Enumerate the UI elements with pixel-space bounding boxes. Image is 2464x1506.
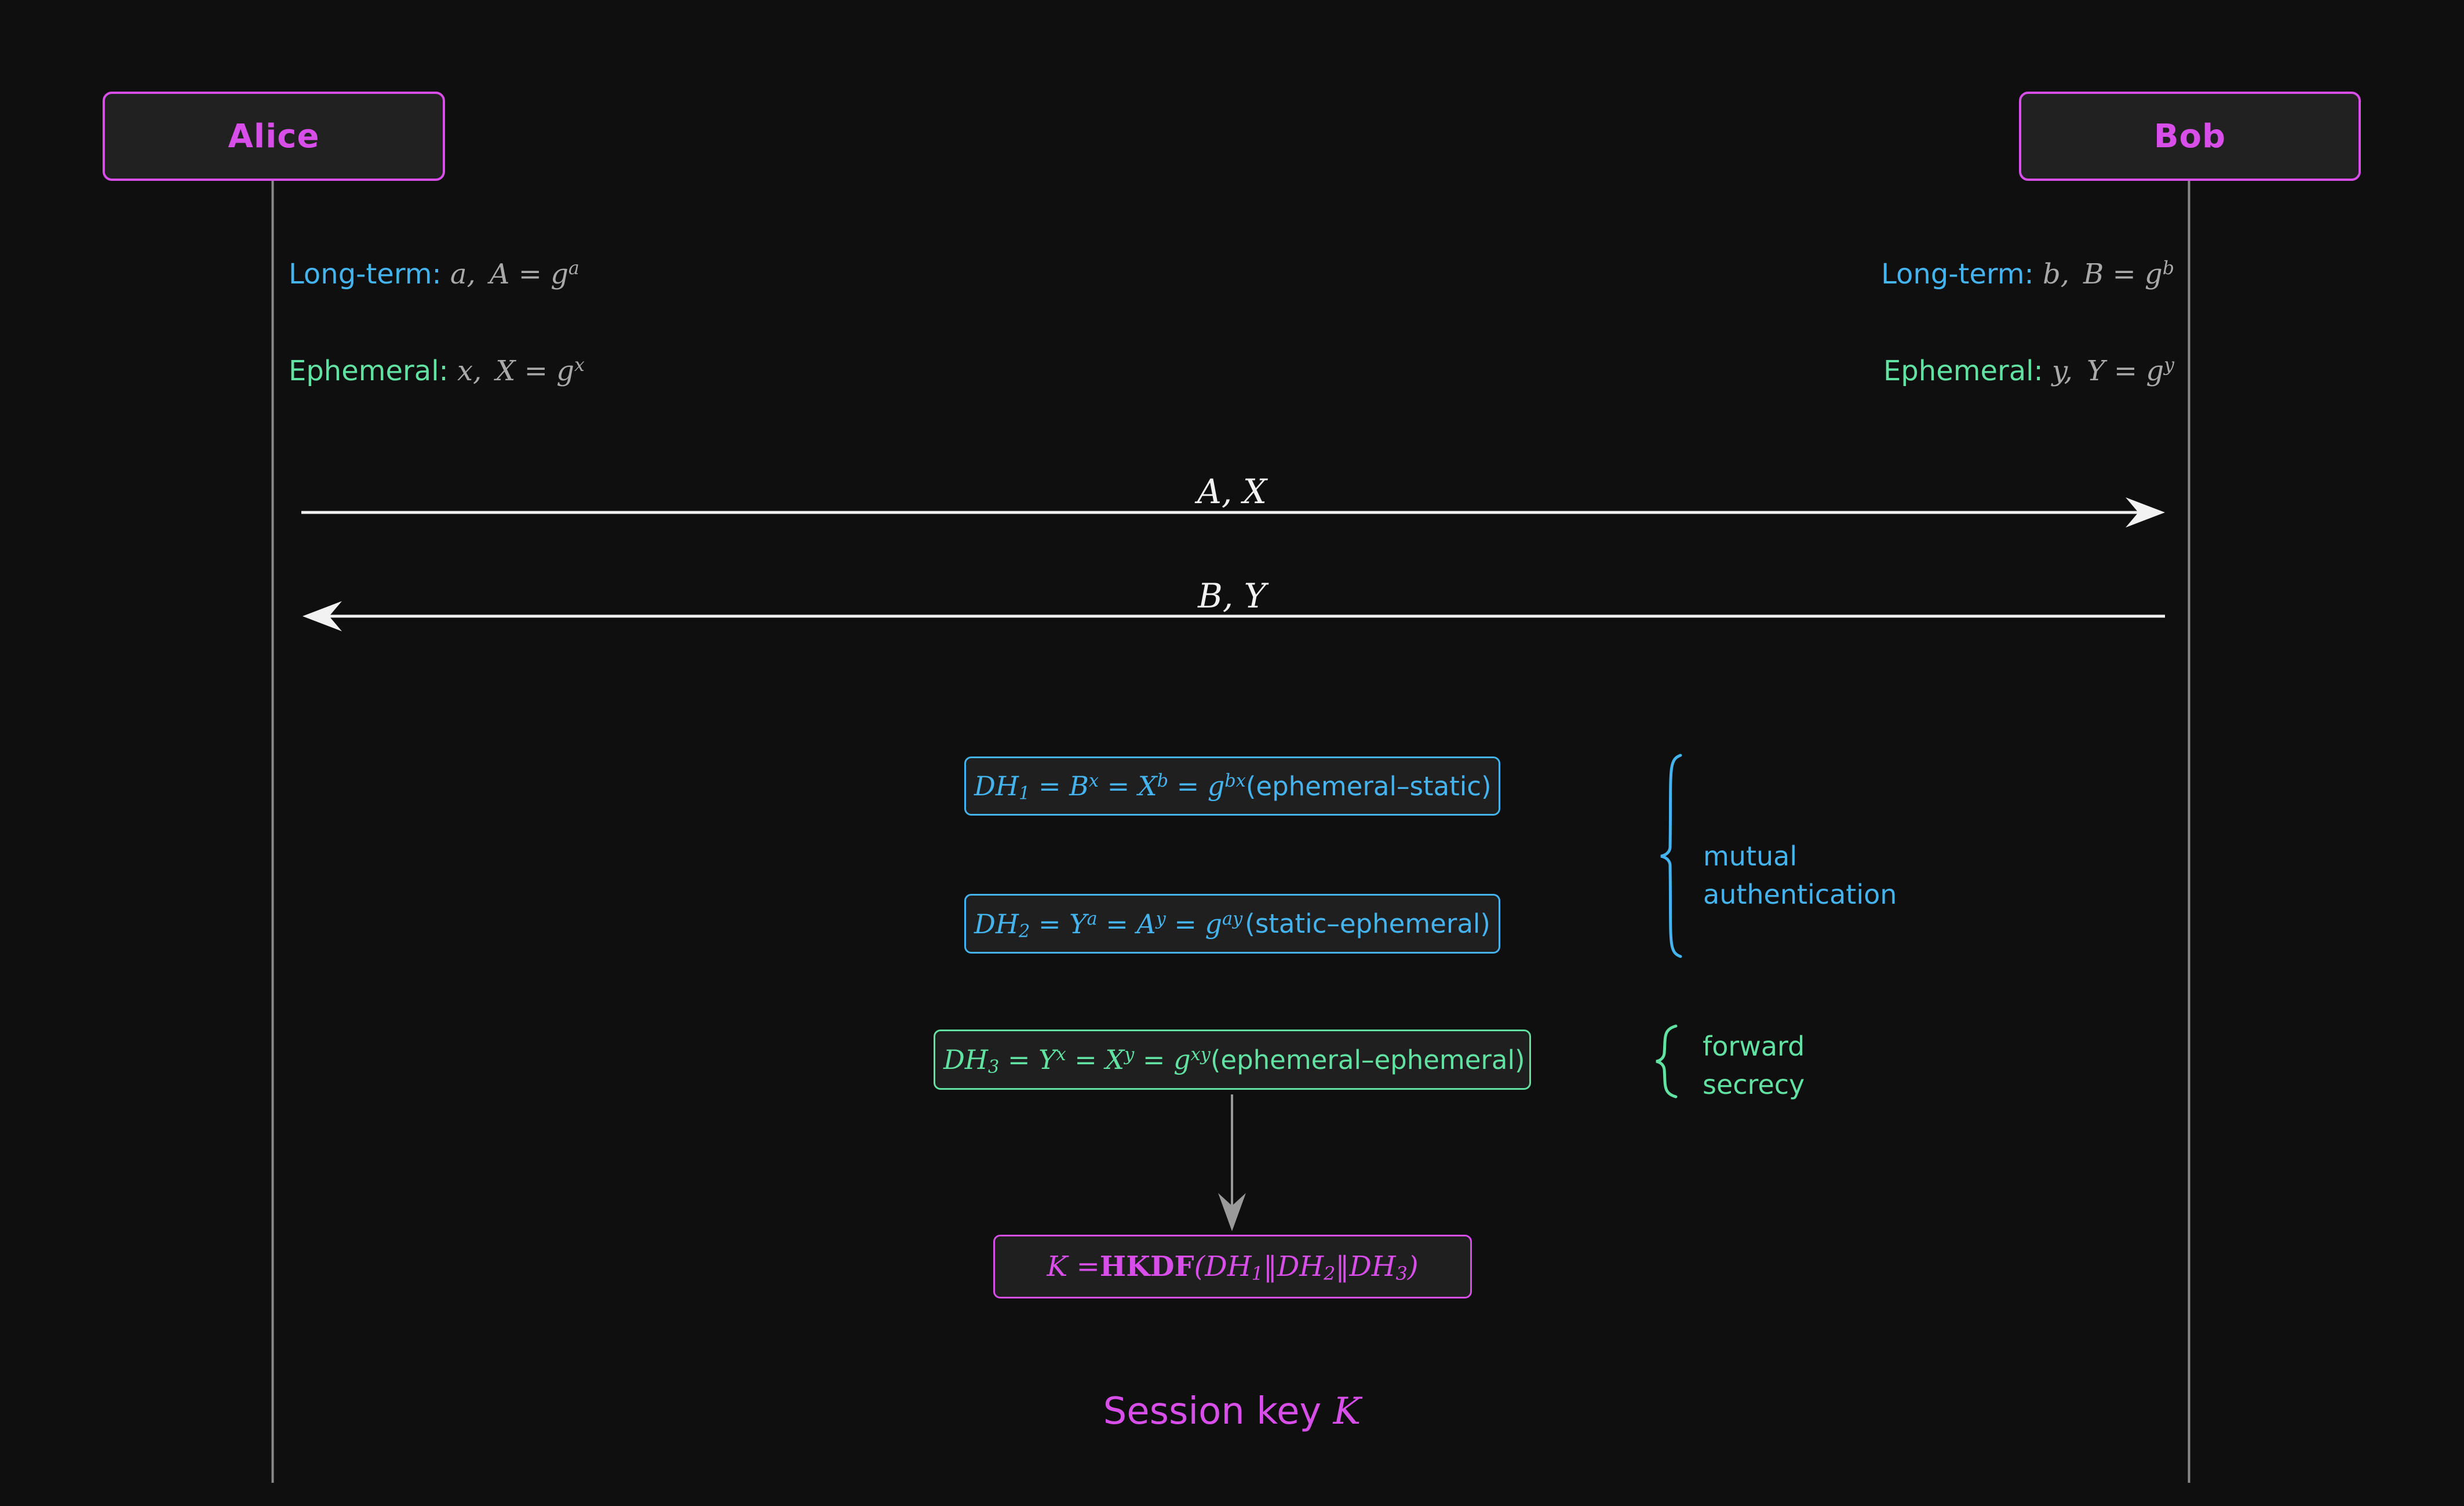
forward-secrecy-brace (1656, 1024, 1678, 1098)
dh3-to-kdf-arrowhead (1218, 1193, 1246, 1231)
bob-long-term-math: b, B = gb (2043, 258, 2174, 290)
dh2-note: (static–ephemeral) (1245, 908, 1490, 939)
dh1-formula: DH1 = Bx = Xb = gbx (974, 770, 1246, 804)
message-arrow-2-head (302, 601, 342, 631)
bob-long-term-keys: Long-term: b, B = gb (1881, 258, 2174, 290)
kdf-lhs: K = (1047, 1250, 1100, 1283)
kdf-box: K = HKDF(DH1‖DH2‖DH3) (993, 1235, 1472, 1298)
mutual-auth-brace (1660, 754, 1682, 958)
mutual-auth-line-2: authentication (1703, 879, 1897, 910)
alice-long-term-math: a, A = ga (450, 258, 579, 290)
actor-label-alice: Alice (228, 117, 320, 155)
bob-ephemeral-keys: Ephemeral: y, Y = gy (1883, 355, 2174, 387)
dh2-formula: DH2 = Ya = Ay = gay (974, 908, 1243, 942)
bob-long-term-label: Long-term: (1881, 258, 2034, 290)
actor-label-bob: Bob (2153, 117, 2226, 155)
dh3-note: (ephemeral–ephemeral) (1210, 1044, 1525, 1075)
bob-ephemeral-label: Ephemeral: (1883, 355, 2043, 387)
alice-long-term-label: Long-term: (289, 258, 442, 290)
dh2-box: DH2 = Ya = Ay = gay (static–ephemeral) (964, 894, 1500, 954)
forward-secrecy-annotation: forward secrecy (1703, 1027, 1805, 1104)
dh1-box: DH1 = Bx = Xb = gbx (ephemeral–static) (964, 756, 1500, 816)
session-key-symbol: K (1333, 1390, 1361, 1433)
kdf-args: (DH1‖DH2‖DH3) (1194, 1250, 1419, 1285)
alice-ephemeral-math: x, X = gx (457, 355, 585, 387)
session-key-caption: Session key K (942, 1390, 1522, 1433)
forward-secrecy-line-2: secrecy (1703, 1069, 1805, 1100)
dh1-note: (ephemeral–static) (1245, 770, 1492, 802)
message-arrow-1-head (2126, 497, 2165, 528)
forward-secrecy-line-1: forward (1703, 1031, 1805, 1062)
message-1-label: A, X (1197, 472, 1267, 511)
bob-ephemeral-math: y, Y = gy (2051, 355, 2174, 387)
actor-box-bob: Bob (2019, 92, 2361, 181)
mutual-auth-line-1: mutual (1703, 841, 1798, 872)
alice-ephemeral-keys: Ephemeral: x, X = gx (289, 355, 585, 387)
message-2-label: B, Y (1198, 576, 1266, 616)
dh3-box: DH3 = Yx = Xy = gxy (ephemeral–ephemeral… (934, 1030, 1531, 1090)
mutual-auth-annotation: mutual authentication (1703, 837, 1897, 914)
dh3-formula: DH3 = Yx = Xy = gxy (943, 1044, 1211, 1078)
actor-box-alice: Alice (103, 92, 445, 181)
alice-long-term-keys: Long-term: a, A = ga (289, 258, 579, 290)
kdf-function-name: HKDF (1099, 1250, 1194, 1283)
alice-ephemeral-label: Ephemeral: (289, 355, 449, 387)
session-key-text: Session key (1103, 1390, 1333, 1433)
